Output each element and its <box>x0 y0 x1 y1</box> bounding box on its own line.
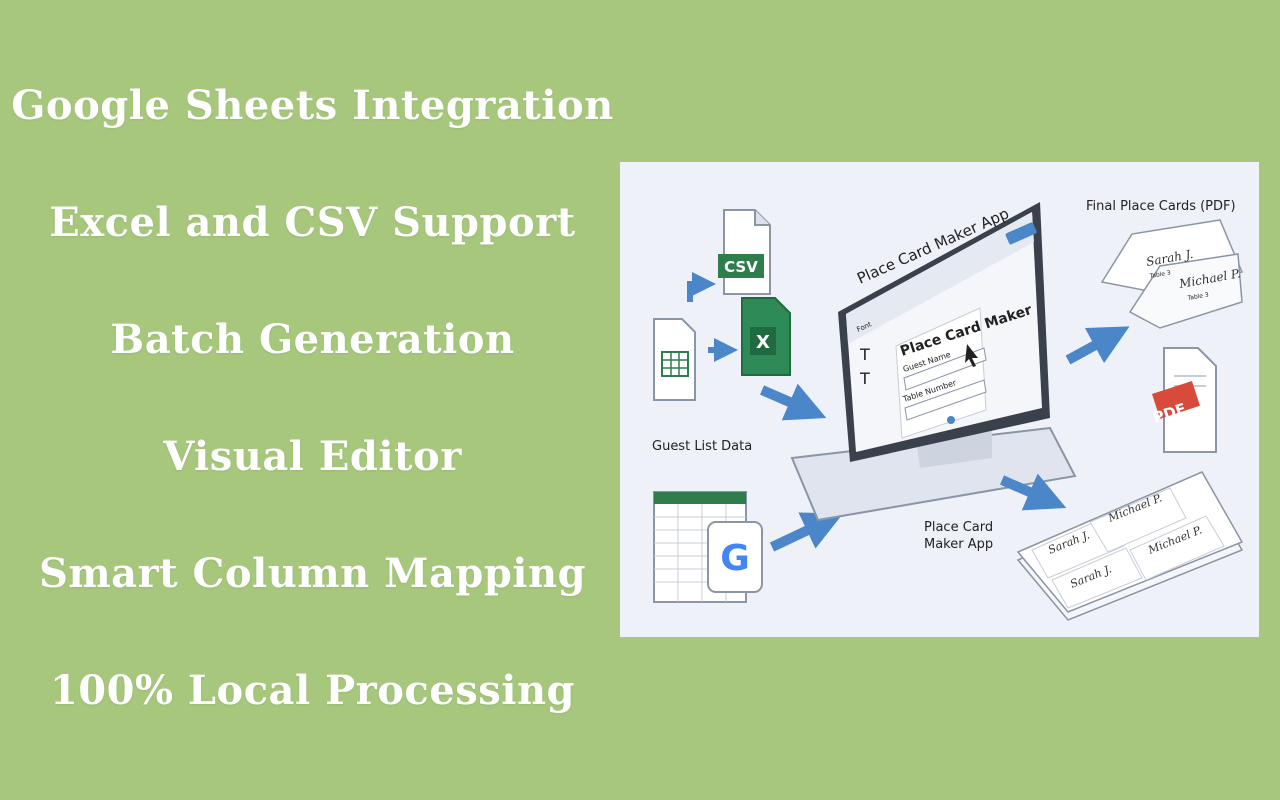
app-label-line1: Place Card <box>924 520 993 535</box>
feature-google-sheets: Google Sheets Integration <box>11 82 614 129</box>
google-g-label: G <box>720 538 750 579</box>
feature-list: Google Sheets Integration Excel and CSV … <box>0 0 625 800</box>
illustration-panel: CSV X Guest List Data G <box>620 162 1259 637</box>
feature-batch-generation: Batch Generation <box>110 316 515 363</box>
card-table: Table 3 <box>1148 269 1171 280</box>
monitor: Place Card Maker App Font T T Place Card… <box>790 202 1077 522</box>
csv-file-icon: CSV <box>718 209 771 295</box>
arrow-icon <box>760 383 827 421</box>
csv-label: CSV <box>724 258 758 276</box>
final-cards-label: Final Place Cards (PDF) <box>1086 199 1236 214</box>
text-tool-icon: T <box>859 345 870 364</box>
excel-label: X <box>756 332 770 353</box>
feature-local-processing: 100% Local Processing <box>49 667 576 714</box>
feature-excel-csv: Excel and CSV Support <box>49 199 576 246</box>
feature-column-mapping: Smart Column Mapping <box>38 550 587 597</box>
arrow-icon <box>769 512 844 552</box>
feature-visual-editor: Visual Editor <box>163 433 462 480</box>
card-table: Table 3 <box>1186 291 1209 302</box>
spreadsheet-file-icon <box>653 318 696 401</box>
arrow-icon <box>1065 326 1130 365</box>
text-tool-icon: T <box>859 369 870 388</box>
app-label-line2: Maker App <box>924 537 993 552</box>
printed-card-sheet: Sarah J. Michael P. Sarah J. Michael P. <box>1016 471 1244 621</box>
excel-file-icon: X <box>741 297 791 376</box>
google-sheets-icon: G <box>707 521 763 593</box>
guest-list-label: Guest List Data <box>652 439 752 454</box>
arrow-icon <box>1000 473 1067 511</box>
tent-cards-stack: Sarah J. Table 3 Michael P. Table 3 <box>1100 219 1244 329</box>
arrow-icon <box>687 272 716 302</box>
cursor-icon <box>965 344 978 367</box>
pdf-file-icon: PDF <box>1151 347 1217 453</box>
